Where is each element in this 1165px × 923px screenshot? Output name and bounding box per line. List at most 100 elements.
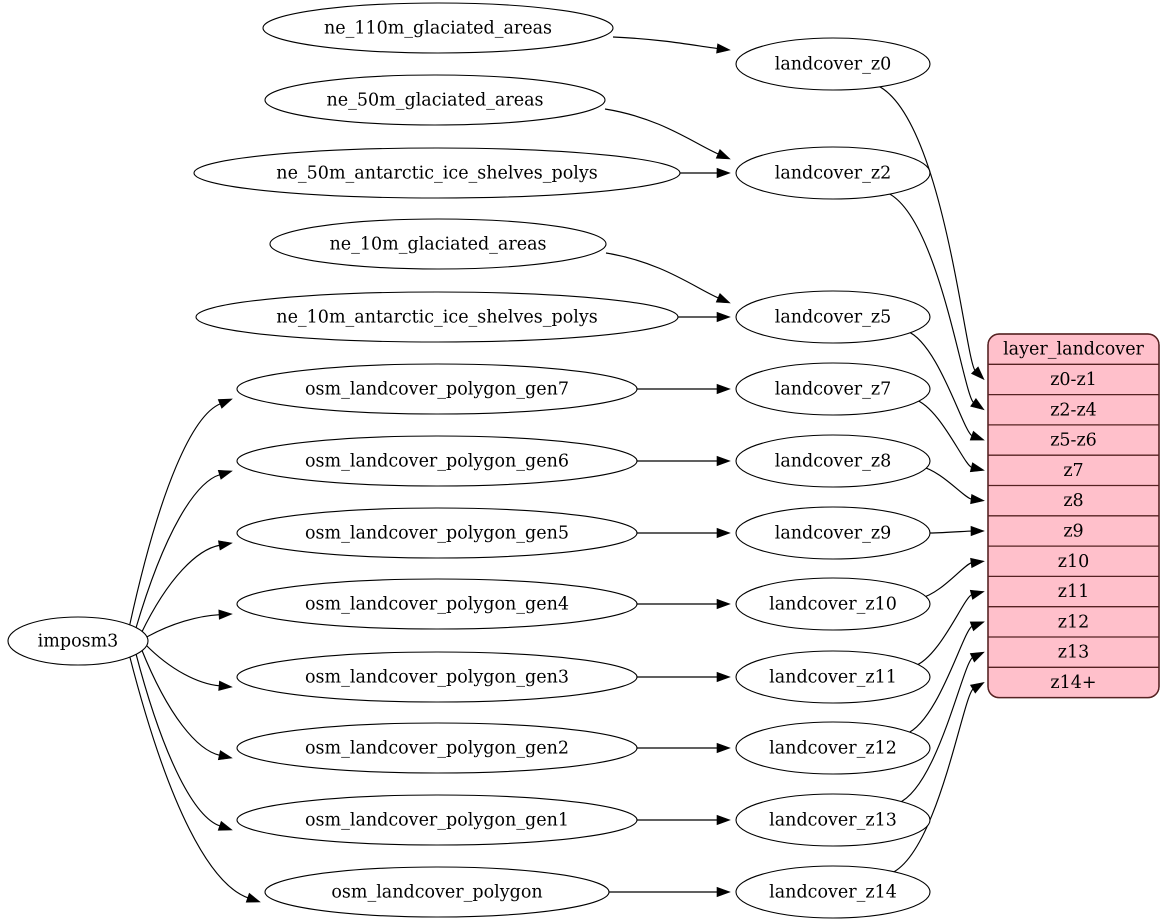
edge-arrowhead [969,681,985,694]
node-imposm3[interactable]: imposm3 [7,616,149,666]
table-row-z9[interactable]: z9 [988,516,1159,546]
node-landcover_z13[interactable]: landcover_z13 [735,793,931,847]
table-row-z8[interactable]: z8 [988,486,1159,516]
edge-landcover_z9-to-row-z9 [929,525,985,537]
edge-arrowhead [969,621,985,632]
node-ne_50m_antarctic_ice_shelves_polys[interactable]: ne_50m_antarctic_ice_shelves_polys [193,147,681,199]
table-row-label: z8 [1063,491,1083,511]
edge-osm_landcover_polygon_gen5-to-landcover_z9 [637,527,731,539]
edge-arrowhead [969,462,985,473]
edges-layer [128,36,985,903]
table-row-z11[interactable]: z11 [988,576,1159,606]
edge-imposm3-to-osm_landcover_polygon_gen2 [140,648,233,761]
node-osm_landcover_polygon_gen4[interactable]: osm_landcover_polygon_gen4 [236,578,638,630]
edge-landcover_z13-to-row-z13 [898,651,985,804]
node-ne_50m_antarctic_ice_shelves_polys-label: ne_50m_antarctic_ice_shelves_polys [276,164,597,184]
table-row-z13[interactable]: z13 [988,637,1159,667]
node-landcover_z2[interactable]: landcover_z2 [735,146,931,200]
node-osm_landcover_polygon_gen1[interactable]: osm_landcover_polygon_gen1 [236,794,638,846]
node-osm_landcover_polygon[interactable]: osm_landcover_polygon [264,866,610,918]
table-row-z14+[interactable]: z14+ [988,667,1159,697]
edge-imposm3-to-osm_landcover_polygon_gen4 [144,609,233,639]
edge-arrowhead [970,557,985,569]
node-osm_landcover_polygon_gen5[interactable]: osm_landcover_polygon_gen5 [236,507,638,559]
edge-imposm3-to-osm_landcover_polygon_gen3 [144,643,233,691]
edge-arrowhead [218,680,233,691]
node-landcover_z9[interactable]: landcover_z9 [735,506,931,560]
edge-arrowhead [716,43,731,54]
edge-imposm3-to-osm_landcover_polygon_gen7 [128,398,233,627]
node-osm_landcover_polygon_gen2[interactable]: osm_landcover_polygon_gen2 [236,722,638,774]
node-landcover_z12[interactable]: landcover_z12 [735,721,931,775]
node-osm_landcover_polygon-label: osm_landcover_polygon [331,883,542,903]
edge-ne_10m_antarctic_ice_shelves_polys-to-landcover_z5 [678,311,731,323]
edge-arrowhead [716,814,731,826]
edge-ne_10m_glaciated_areas-to-landcover_z5 [605,252,731,304]
layer-landcover-table-outline [987,333,1160,699]
node-landcover_z2-label: landcover_z2 [775,164,892,184]
table-row-label: z0-z1 [1050,370,1097,390]
node-ne_50m_glaciated_areas[interactable]: ne_50m_glaciated_areas [264,74,606,126]
edge-imposm3-to-osm_landcover_polygon_gen5 [140,540,233,634]
edge-arrowhead [969,589,985,600]
node-ne_10m_glaciated_areas[interactable]: ne_10m_glaciated_areas [269,218,607,270]
node-landcover_z7-label: landcover_z7 [775,380,892,400]
edge-arrowhead [716,455,731,467]
node-landcover_z7[interactable]: landcover_z7 [735,362,931,416]
node-ne_110m_glaciated_areas[interactable]: ne_110m_glaciated_areas [262,2,614,54]
node-osm_landcover_polygon_gen6[interactable]: osm_landcover_polygon_gen6 [236,435,638,487]
node-landcover_z8[interactable]: landcover_z8 [735,434,931,488]
edge-arrowhead [716,527,731,539]
edge-arrowhead [716,742,731,754]
node-landcover_z8-label: landcover_z8 [775,452,892,472]
edge-arrowhead [970,493,985,505]
edge-arrowhead [969,651,985,663]
node-osm_landcover_polygon_gen2-label: osm_landcover_polygon_gen2 [305,739,569,759]
table-row-z2-z4[interactable]: z2-z4 [988,395,1159,425]
edge-ne_110m_glaciated_areas-to-landcover_z0 [612,36,731,54]
edge-imposm3-to-osm_landcover_polygon_gen1 [135,652,233,831]
node-osm_landcover_polygon_gen3[interactable]: osm_landcover_polygon_gen3 [236,651,638,703]
node-landcover_z11[interactable]: landcover_z11 [735,650,931,704]
edge-osm_landcover_polygon_gen7-to-landcover_z7 [637,383,731,395]
edge-arrowhead [217,469,233,480]
edge-ne_50m_antarctic_ice_shelves_polys-to-landcover_z2 [680,167,731,179]
table-row-z5-z6[interactable]: z5-z6 [988,425,1159,455]
edge-arrowhead [217,750,233,761]
table-row-z7[interactable]: z7 [988,455,1159,485]
table-row-label: z7 [1063,461,1083,481]
edge-landcover_z5-to-row-z5-z6 [906,330,985,441]
node-landcover_z5[interactable]: landcover_z5 [735,290,931,344]
table-row-z0-z1[interactable]: z0-z1 [988,364,1159,394]
node-osm_landcover_polygon_gen5-label: osm_landcover_polygon_gen5 [305,524,569,544]
table-row-z10[interactable]: z10 [988,546,1159,576]
edge-arrowhead [217,398,233,409]
edge-arrowhead [217,820,233,831]
node-landcover_z0[interactable]: landcover_z0 [735,37,931,91]
node-osm_landcover_polygon_gen1-label: osm_landcover_polygon_gen1 [305,811,569,831]
edge-osm_landcover_polygon_gen4-to-landcover_z10 [637,598,731,610]
node-landcover_z10-label: landcover_z10 [769,595,897,615]
edge-osm_landcover_polygon_gen3-to-landcover_z11 [637,671,731,683]
node-osm_landcover_polygon_gen7[interactable]: osm_landcover_polygon_gen7 [236,363,638,415]
table-row-label: z9 [1063,521,1083,541]
node-landcover_z10[interactable]: landcover_z10 [735,577,931,631]
node-osm_landcover_polygon_gen4-label: osm_landcover_polygon_gen4 [305,595,569,615]
layer-landcover-table-header: layer_landcover [1003,340,1144,360]
node-landcover_z14[interactable]: landcover_z14 [735,865,931,919]
table-row-z12[interactable]: z12 [988,607,1159,637]
node-ne_10m_glaciated_areas-label: ne_10m_glaciated_areas [330,235,547,255]
node-landcover_z0-label: landcover_z0 [775,55,892,75]
edge-arrowhead [716,311,731,323]
edge-imposm3-to-osm_landcover_polygon [128,655,261,903]
node-ne_50m_glaciated_areas-label: ne_50m_glaciated_areas [327,91,544,111]
table-row-label: z5-z6 [1050,431,1097,451]
node-ne_10m_antarctic_ice_shelves_polys[interactable]: ne_10m_antarctic_ice_shelves_polys [195,291,679,343]
node-ne_110m_glaciated_areas-label: ne_110m_glaciated_areas [324,19,552,39]
node-landcover_z13-label: landcover_z13 [769,811,897,831]
edge-landcover_z11-to-row-z11 [913,589,985,667]
layer-landcover-table: layer_landcoverz0-z1z2-z4z5-z6z7z8z9z10z… [987,333,1160,699]
node-ne_10m_antarctic_ice_shelves_polys-label: ne_10m_antarctic_ice_shelves_polys [276,308,597,328]
edge-arrowhead [217,540,233,551]
